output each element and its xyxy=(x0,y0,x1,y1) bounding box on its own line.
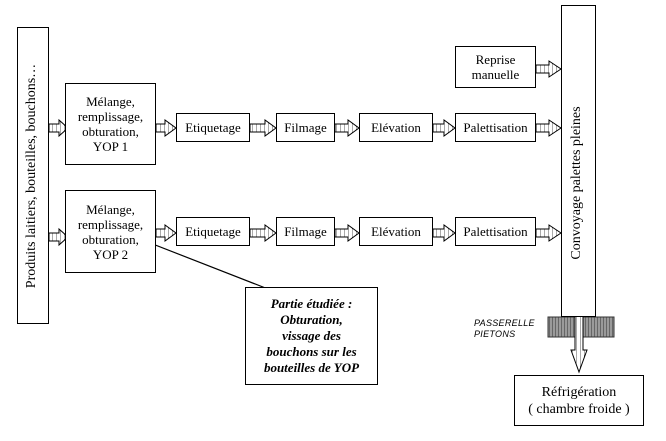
l2-palettisation-box: Palettisation xyxy=(455,217,536,246)
l2-elevation-box: Elévation xyxy=(359,217,433,246)
mixer-yop2-line-3: obturation, xyxy=(82,231,139,247)
arrow-l1-filmage-elevation xyxy=(334,119,360,137)
studied-part-callout: Partie étudiée : Obturation, vissage des… xyxy=(245,287,378,385)
callout-pointer-line xyxy=(144,240,269,290)
conveyor-column xyxy=(561,5,596,317)
l1-palettisation-label: Palettisation xyxy=(463,120,528,135)
arrow-l2-palettisation-convoyage xyxy=(535,224,562,242)
arrow-convoyage-refrigeration xyxy=(570,315,588,374)
callout-line-3: vissage des xyxy=(282,328,341,343)
refrigeration-line-1: Réfrigération xyxy=(541,384,617,400)
mixer-yop1-line-3: obturation, xyxy=(82,124,139,139)
l1-filmage-label: Filmage xyxy=(284,120,327,135)
callout-line-4: bouchons sur les xyxy=(266,344,357,359)
mixer-yop2-line-4: YOP 2 xyxy=(92,246,129,262)
arrow-l2-mixer-etiquetage xyxy=(155,224,177,242)
arrow-l1-mixer-etiquetage xyxy=(155,119,177,137)
conveyor-column-label: Convoyage palettes pleines xyxy=(569,106,584,260)
mixer-yop2-line-1: Mélange, xyxy=(86,201,135,217)
callout-line-2: Obturation, xyxy=(280,312,343,327)
arrow-l1-elevation-palettisation xyxy=(432,119,456,137)
arrow-l2-etiquetage-filmage xyxy=(249,224,277,242)
refrigeration-box: Réfrigération ( chambre froide ) xyxy=(514,375,644,426)
mixer-yop1-line-1: Mélange, xyxy=(86,94,135,109)
l1-palettisation-box: Palettisation xyxy=(455,113,536,142)
callout-line-1: Partie étudiée : xyxy=(270,296,353,311)
reprise-line-1: Reprise xyxy=(475,52,516,67)
l1-filmage-box: Filmage xyxy=(276,113,335,142)
mixer-yop1-line-4: YOP 1 xyxy=(92,139,129,154)
arrow-l1-palettisation-convoyage xyxy=(535,119,562,137)
refrigeration-line-2: ( chambre froide ) xyxy=(528,401,630,417)
mixer-yop2-box: Mélange, remplissage, obturation, YOP 2 xyxy=(65,190,156,273)
l2-filmage-box: Filmage xyxy=(276,217,335,246)
arrow-feed-line2 xyxy=(48,227,69,247)
callout-line-5: bouteilles de YOP xyxy=(263,360,360,375)
l1-elevation-label: Elévation xyxy=(371,120,421,135)
passerelle-line-1: PASSERELLE xyxy=(474,318,535,328)
l1-etiquetage-box: Etiquetage xyxy=(176,113,250,142)
l2-etiquetage-box: Etiquetage xyxy=(176,217,250,246)
l2-palettisation-label: Palettisation xyxy=(463,224,528,239)
arrow-reprise-convoyage xyxy=(535,60,562,78)
l2-etiquetage-label: Etiquetage xyxy=(185,224,241,239)
arrow-l2-elevation-palettisation xyxy=(432,224,456,242)
l2-filmage-label: Filmage xyxy=(284,224,327,239)
mixer-yop1-line-2: remplissage, xyxy=(77,109,144,124)
l1-elevation-box: Elévation xyxy=(359,113,433,142)
reprise-line-2: manuelle xyxy=(471,67,520,82)
mixer-yop2-line-2: remplissage, xyxy=(77,216,144,232)
passerelle-note: PASSERELLE PIETONS xyxy=(474,318,554,340)
reprise-manuelle-box: Reprise manuelle xyxy=(455,46,536,88)
mixer-yop1-box: Mélange, remplissage, obturation, YOP 1 xyxy=(65,83,156,165)
arrow-l2-filmage-elevation xyxy=(334,224,360,242)
l1-etiquetage-label: Etiquetage xyxy=(185,120,241,135)
l2-elevation-label: Elévation xyxy=(371,224,421,239)
arrow-l1-etiquetage-filmage xyxy=(249,119,277,137)
input-column-label: Produits laitiers, bouteilles, bouchons… xyxy=(24,63,39,289)
arrow-feed-line1 xyxy=(48,118,69,138)
passerelle-line-2: PIETONS xyxy=(474,329,516,339)
input-column xyxy=(17,27,49,324)
